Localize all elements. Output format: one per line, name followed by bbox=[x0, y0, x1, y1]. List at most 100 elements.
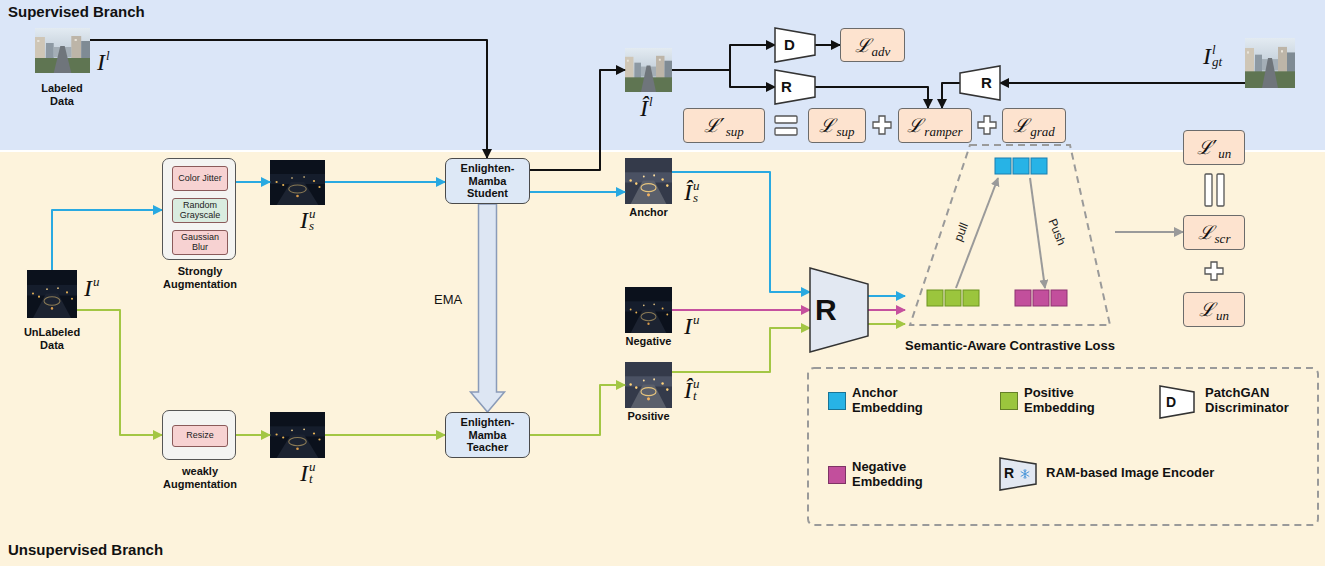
photo bbox=[270, 412, 325, 458]
connector bbox=[90, 40, 487, 158]
embedding-squares bbox=[927, 158, 1067, 306]
box-label: Random Grayscale bbox=[174, 201, 226, 221]
node-text: Strongly Augmentation bbox=[150, 265, 250, 291]
shape-outline-path bbox=[910, 145, 1110, 325]
photo bbox=[270, 160, 325, 205]
loss-subscript: un bbox=[1216, 309, 1229, 322]
loss-symbol: ℒ bbox=[855, 36, 871, 55]
math-symbol: I bbox=[1203, 44, 1211, 68]
photo bbox=[625, 48, 672, 92]
node-text: pull bbox=[952, 221, 970, 243]
loss-box: ℒgrad bbox=[1002, 108, 1066, 143]
math-symbol: I bbox=[684, 314, 692, 338]
augmentation-group: weakly AugmentationResize bbox=[162, 410, 236, 460]
augmentation-op: Resize bbox=[172, 425, 228, 447]
box-label: Enlighten-Mamba Student bbox=[449, 162, 526, 200]
connector bbox=[236, 434, 270, 436]
push-arrow bbox=[1030, 178, 1045, 288]
loss-box: ℒscr bbox=[1183, 215, 1245, 250]
loss-symbol: ℒ bbox=[1013, 116, 1029, 135]
image-node: IlLabeled Data bbox=[35, 28, 90, 73]
loss-box: ℒun bbox=[1183, 292, 1245, 327]
augmentation-op: Random Grayscale bbox=[172, 198, 228, 223]
connector bbox=[672, 45, 775, 70]
photo bbox=[625, 158, 672, 204]
frozen-icon bbox=[1021, 470, 1029, 479]
augmentation-op: Color Jitter bbox=[172, 166, 228, 191]
photo bbox=[27, 270, 77, 318]
superscript: u bbox=[93, 276, 100, 288]
node-text: Semantic-Aware Contrastive Loss bbox=[905, 338, 1115, 354]
math-scripts: us bbox=[309, 208, 316, 232]
branch-band: Supervised BranchIlLabeled DataÎlDℒadvRR… bbox=[0, 0, 1325, 150]
photo bbox=[625, 362, 672, 408]
legend-swatch bbox=[828, 466, 846, 484]
math-label: Ius bbox=[300, 208, 316, 232]
edge-label: EMA bbox=[434, 292, 462, 308]
box-label: Gaussian Blur bbox=[174, 233, 226, 253]
superscript: u bbox=[309, 461, 316, 473]
node-text: weakly Augmentation bbox=[150, 465, 250, 491]
connector bbox=[672, 309, 810, 311]
math-symbol: Î bbox=[640, 96, 648, 120]
superscript: u bbox=[693, 378, 700, 390]
loss-subscript: sup bbox=[836, 125, 854, 138]
legend-swatch bbox=[1000, 392, 1018, 410]
encoder-trapezoid: D bbox=[775, 28, 815, 62]
node-text: R bbox=[781, 79, 792, 94]
encoder-trapezoid: R bbox=[810, 268, 868, 352]
icon-letter: R bbox=[1004, 466, 1014, 480]
loss-box: ℒsup bbox=[808, 108, 866, 143]
connector bbox=[52, 210, 162, 270]
math-scripts: lgt bbox=[1212, 44, 1222, 68]
photo bbox=[1245, 38, 1295, 88]
loss-subscript: adv bbox=[872, 45, 891, 58]
math-label: Il bbox=[97, 50, 110, 74]
image-node: Îl bbox=[625, 48, 672, 92]
loss-subscript: un bbox=[1218, 147, 1231, 160]
math-symbol: I bbox=[300, 208, 308, 232]
math-label: Iu bbox=[84, 276, 100, 300]
math-label: Iu bbox=[684, 314, 700, 338]
superscript: l bbox=[1212, 44, 1222, 56]
node-text: R bbox=[981, 75, 992, 90]
icon-letter: D bbox=[1166, 395, 1176, 409]
legend-encoder-icon bbox=[1000, 458, 1036, 490]
network-box: Enlighten-Mamba Teacher bbox=[445, 412, 530, 458]
loss-subscript: ramper bbox=[924, 125, 962, 138]
connector bbox=[530, 70, 625, 170]
shape-outline-path bbox=[775, 70, 815, 104]
math-label: Iut bbox=[300, 461, 316, 485]
loss-symbol: ℒ bbox=[907, 116, 923, 135]
math-symbol: I bbox=[97, 50, 105, 74]
math-symbol: Î bbox=[684, 378, 692, 402]
loss-box: ℒadv bbox=[840, 28, 905, 62]
connector bbox=[942, 83, 960, 108]
math-label: Îus bbox=[684, 180, 700, 204]
subscript: s bbox=[309, 220, 316, 232]
image-node: Iut bbox=[270, 412, 325, 458]
math-symbol: I bbox=[84, 276, 92, 300]
connector bbox=[325, 181, 445, 183]
superscript: l bbox=[106, 50, 110, 62]
box-label: Enlighten-Mamba Teacher bbox=[449, 416, 526, 454]
node-text: Negative bbox=[613, 335, 684, 348]
loss-symbol: ℒ bbox=[1198, 223, 1214, 242]
band-ground bbox=[0, 152, 1325, 566]
image-node: Ilgt bbox=[1245, 38, 1295, 88]
contrastive-region: pullPushSemantic-Aware Contrastive Loss bbox=[905, 140, 1115, 360]
connector bbox=[1115, 231, 1183, 233]
legend-text: Negative Embedding bbox=[852, 460, 940, 490]
subscript: t bbox=[693, 390, 700, 402]
connector bbox=[530, 385, 625, 435]
legend-text: PatchGAN Discriminator bbox=[1205, 386, 1313, 416]
math-label: Ilgt bbox=[1203, 44, 1222, 68]
superscript: u bbox=[693, 314, 700, 326]
shape-outline bbox=[775, 28, 815, 62]
legend-text: Anchor Embedding bbox=[852, 386, 940, 416]
legend-text: Positive Embedding bbox=[1024, 386, 1116, 416]
math-scripts: us bbox=[693, 180, 700, 204]
subscript: t bbox=[309, 473, 316, 485]
connector bbox=[672, 328, 810, 372]
